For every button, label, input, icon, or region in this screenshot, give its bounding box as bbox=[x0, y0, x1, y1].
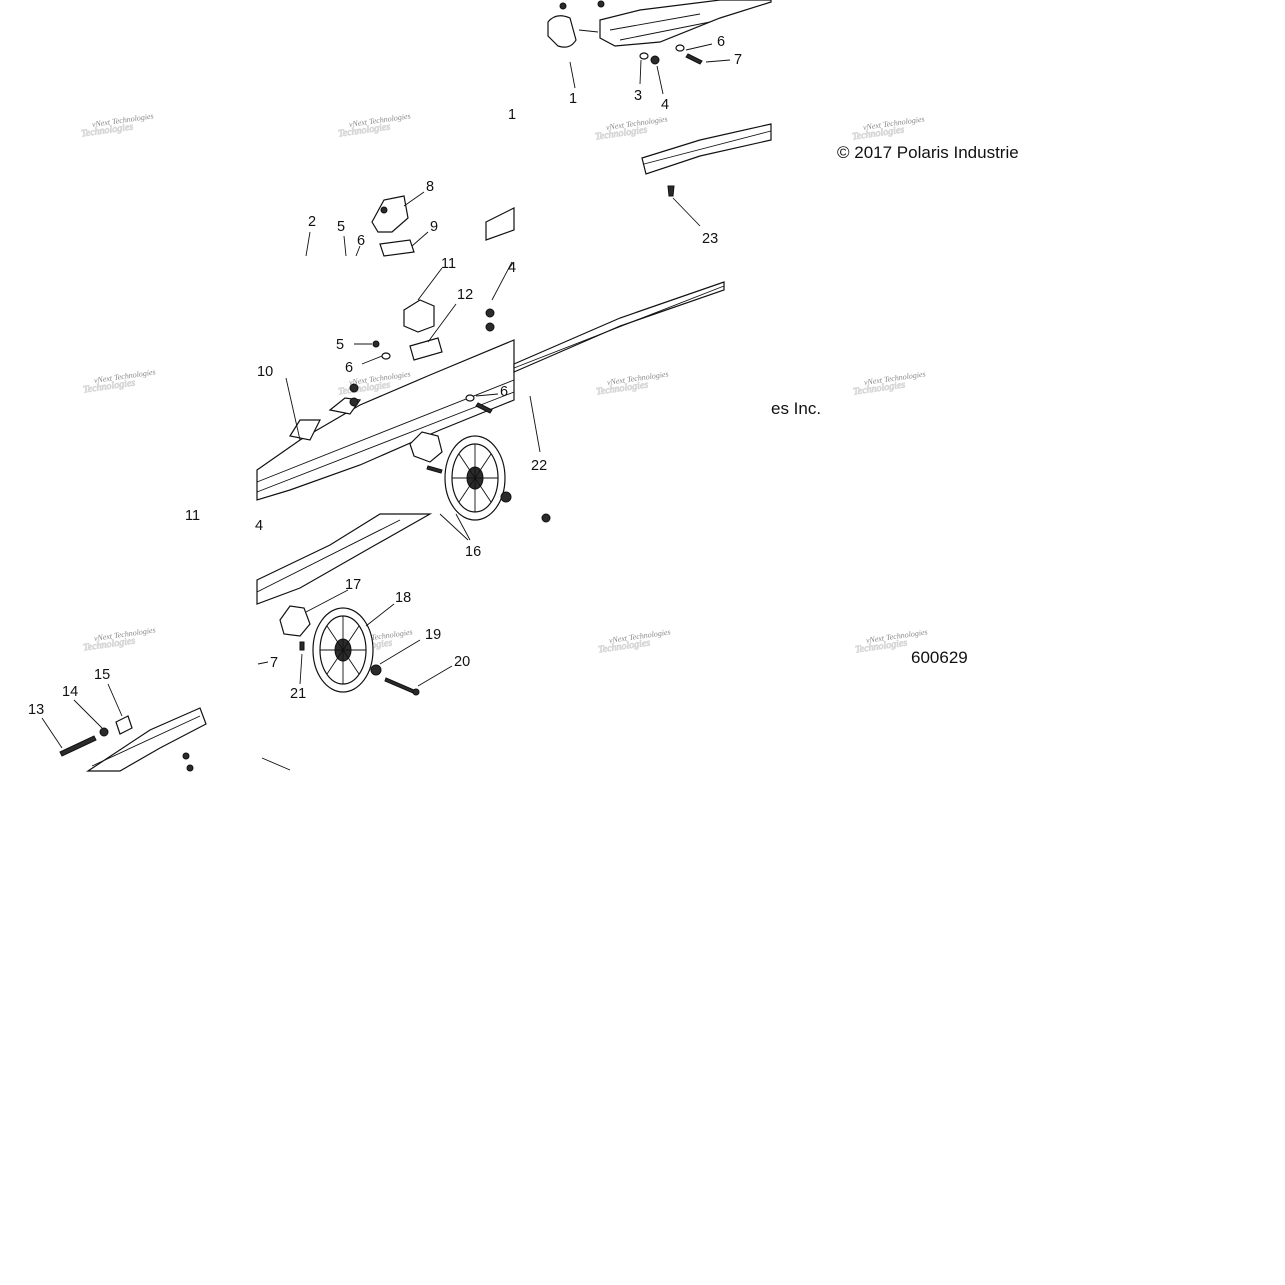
bracket-15 bbox=[115, 715, 133, 735]
callout-6: 6 bbox=[357, 233, 365, 249]
copyright-fragment: es Inc. bbox=[771, 399, 821, 418]
spacer-17 bbox=[279, 605, 311, 637]
bolt bbox=[685, 53, 703, 65]
tile-lower: 17 18 19 20 21 7 4 bbox=[255, 513, 470, 771]
callout-15: 15 bbox=[94, 667, 110, 683]
rail-front-section bbox=[599, 0, 772, 47]
callout-5: 5 bbox=[337, 219, 345, 235]
nut bbox=[349, 397, 359, 407]
callout-19: 19 bbox=[425, 627, 441, 643]
skid-rail bbox=[256, 339, 515, 501]
nut bbox=[349, 383, 359, 393]
screw-23 bbox=[667, 185, 675, 197]
callout-11b: 11 bbox=[185, 508, 200, 524]
callout-8: 8 bbox=[426, 179, 434, 195]
rail-segment bbox=[485, 207, 515, 241]
washer bbox=[639, 52, 649, 60]
callout-4: 4 bbox=[508, 260, 516, 276]
bushing-12 bbox=[409, 337, 443, 361]
callout-16: 16 bbox=[465, 544, 481, 560]
callout-13: 13 bbox=[28, 702, 44, 718]
callout-6: 6 bbox=[717, 34, 725, 50]
washer bbox=[381, 352, 391, 360]
nut bbox=[485, 322, 495, 332]
callout-2: 2 bbox=[308, 214, 316, 230]
tile-top: 1 3 4 6 7 bbox=[547, 0, 772, 113]
nut bbox=[485, 308, 495, 318]
nut-14 bbox=[99, 727, 109, 737]
callout-1b: 1 bbox=[508, 107, 516, 123]
callout-12: 12 bbox=[457, 287, 473, 303]
callout-7: 7 bbox=[270, 655, 278, 671]
washer-19 bbox=[370, 664, 382, 676]
callout-1: 1 bbox=[569, 91, 577, 107]
wear-strip bbox=[641, 123, 772, 175]
idler-wheel-18 bbox=[312, 607, 374, 693]
bolt-head bbox=[412, 688, 420, 696]
rail-cap bbox=[547, 15, 577, 48]
bracket-hole bbox=[380, 206, 388, 214]
screw-head bbox=[559, 2, 567, 10]
tile-bottom-left: 13 14 15 bbox=[28, 667, 207, 772]
callout-22: 22 bbox=[531, 458, 547, 474]
spacer bbox=[409, 431, 443, 463]
callout-17: 17 bbox=[345, 577, 361, 593]
callout-23: 23 bbox=[702, 231, 718, 247]
slide-22 bbox=[513, 281, 725, 373]
washer bbox=[500, 491, 512, 503]
callout-4: 4 bbox=[255, 518, 263, 534]
tile-center: 11 12 5 6 10 6 4 bbox=[256, 256, 516, 541]
callout-20: 20 bbox=[454, 654, 470, 670]
callout-14: 14 bbox=[62, 684, 78, 700]
callout-18: 18 bbox=[395, 590, 411, 606]
washer bbox=[675, 44, 685, 52]
bolt-21 bbox=[299, 641, 305, 651]
adjuster-bolt-13 bbox=[59, 735, 97, 757]
skid-rail-rear bbox=[86, 707, 207, 772]
tile-wear-strip: 23 bbox=[641, 123, 772, 247]
callout-5: 5 bbox=[336, 337, 344, 353]
copyright-text: © 2017 Polaris Industrie bbox=[837, 143, 1019, 162]
idler-wheel bbox=[444, 435, 506, 521]
bolt bbox=[475, 402, 493, 414]
callout-6: 6 bbox=[345, 360, 353, 376]
callout-21: 21 bbox=[290, 686, 306, 702]
bolt-20 bbox=[384, 677, 415, 694]
nut bbox=[650, 55, 660, 65]
washer bbox=[465, 394, 475, 402]
callout-10: 10 bbox=[257, 364, 273, 380]
nut bbox=[597, 0, 605, 8]
bushing-9 bbox=[379, 239, 415, 257]
callout-7: 7 bbox=[734, 52, 742, 68]
skid-rail-lower bbox=[256, 513, 433, 605]
callout-3: 3 bbox=[634, 88, 642, 104]
block-11 bbox=[403, 299, 435, 333]
callout-11: 11 bbox=[441, 256, 456, 272]
callout-4: 4 bbox=[661, 97, 669, 113]
nut bbox=[372, 340, 380, 348]
tile-slide: 22 16 bbox=[465, 281, 725, 560]
drawing-number: 600629 bbox=[911, 648, 968, 667]
bolt bbox=[426, 465, 443, 474]
tile-upper-mid: 1 2 5 6 8 9 bbox=[305, 107, 516, 257]
bolt-head bbox=[182, 752, 190, 760]
bolt-head bbox=[186, 764, 194, 772]
callout-9: 9 bbox=[430, 219, 438, 235]
callout-6: 6 bbox=[500, 384, 508, 400]
bracket-8 bbox=[371, 195, 409, 233]
nut bbox=[541, 513, 551, 523]
